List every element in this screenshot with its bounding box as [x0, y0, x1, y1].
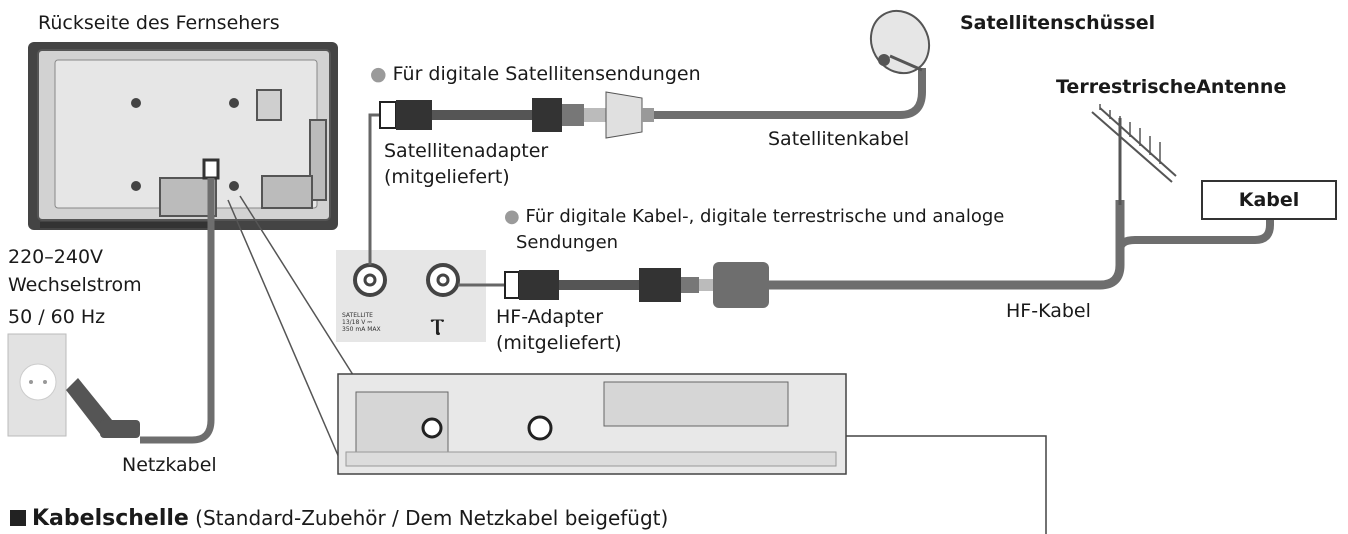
power-cable — [140, 178, 215, 444]
cable-clamp-heading: Kabelschelle (Standard-Zubehör / Dem Net… — [10, 506, 668, 531]
cable-clamp-subtitle: (Standard-Zubehör / Dem Netzkabel beigef… — [188, 506, 669, 530]
terrestrial-antenna-illustration — [1091, 104, 1177, 205]
frequency-label: 50 / 60 Hz — [8, 306, 106, 328]
rf-note-text-line1: Für digitale Kabel-, digitale terrestris… — [525, 206, 1005, 227]
satellite-dish-illustration — [869, 9, 931, 75]
voltage-label: 220–240V — [8, 246, 104, 268]
terrestrial-antenna-label: TerrestrischeAntenne — [1056, 76, 1287, 98]
satellite-dish-label: Satellitenschüssel — [960, 12, 1156, 34]
cable-tv-line — [1116, 218, 1274, 251]
satellite-adapter-label: Satellitenadapter — [384, 140, 549, 162]
satellite-port-label: SATELLITE — [342, 312, 373, 319]
tv-rear-illustration — [28, 42, 338, 230]
satellite-note: ● Für digitale Satellitensendungen — [370, 63, 701, 85]
satellite-port-spec2: 350 mA MAX — [342, 326, 381, 333]
satellite-adapter-plug — [379, 91, 654, 139]
zoom-leader-line-1 — [227, 199, 341, 461]
tv-rear-label: Rückseite des Fernsehers — [38, 12, 280, 34]
satellite-adapter-note: (mitgeliefert) — [384, 166, 510, 188]
satellite-note-text: Für digitale Satellitensendungen — [392, 63, 701, 85]
satellite-adapter-cable — [368, 113, 380, 265]
rf-adapter-label: HF-Adapter — [496, 306, 604, 328]
rf-note-text-line2: Sendungen — [516, 232, 619, 253]
bullet-icon: ● — [504, 206, 520, 227]
satellite-port-marking: SATELLITE 13/18 V ⎓ 350 mA MAX — [342, 312, 381, 333]
rf-adapter-plug — [504, 262, 769, 308]
square-bullet-icon — [10, 510, 26, 526]
satellite-cable-label: Satellitenkabel — [768, 128, 910, 150]
zoom-leader-line-2 — [239, 195, 356, 379]
cable-clamp-zoom-illustration — [337, 373, 847, 475]
satellite-port-spec1: 13/18 V ⎓ — [342, 319, 372, 326]
rf-adapter-note: (mitgeliefert) — [496, 332, 622, 354]
satellite-cable — [654, 68, 926, 119]
wall-socket-illustration — [7, 333, 140, 438]
rf-note: ● Für digitale Kabel-, digitale terrestr… — [504, 206, 1004, 228]
rf-cable-label: HF-Kabel — [1006, 300, 1091, 322]
zoom-leader-line-3 — [846, 435, 1047, 534]
power-cable-label: Netzkabel — [122, 454, 217, 476]
connector-panel — [282, 200, 486, 342]
rf-cable — [769, 200, 1125, 290]
cable-clamp-title: Kabelschelle — [32, 506, 189, 531]
cable-box-label: Kabel — [1201, 180, 1337, 220]
ac-label: Wechselstrom — [8, 274, 142, 296]
bullet-icon: ● — [370, 63, 387, 85]
antenna-port-symbol: ⲧ — [430, 304, 445, 344]
